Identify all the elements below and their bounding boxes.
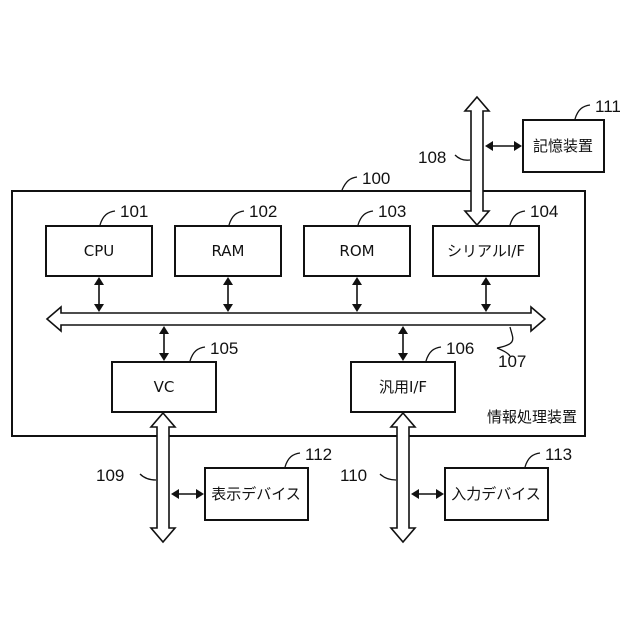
cpu-ref: 101 xyxy=(120,202,148,221)
serial-if-ref: 104 xyxy=(530,202,558,221)
input-connector xyxy=(411,489,444,499)
ram-ref: 102 xyxy=(249,202,277,221)
rom-ref-leader xyxy=(358,211,373,225)
serial-bus-ref-leader xyxy=(455,155,470,160)
serial-if-block: シリアルI/F 104 xyxy=(433,202,558,276)
ram-ref-leader xyxy=(229,211,244,225)
serial-if-bus-connector xyxy=(481,277,491,312)
rom-ref: 103 xyxy=(378,202,406,221)
general-if-label: 汎用I/F xyxy=(379,378,427,396)
general-bus-ref: 110 xyxy=(340,466,367,485)
video-bus-ref: 109 xyxy=(96,466,124,485)
vc-label: VC xyxy=(154,378,175,396)
serial-if-label: シリアルI/F xyxy=(447,242,525,260)
cpu-ref-leader xyxy=(100,211,115,225)
display-label: 表示デバイス xyxy=(211,485,301,503)
general-if-block: 汎用I/F 106 xyxy=(351,339,474,412)
ram-block: RAM 102 xyxy=(175,202,281,276)
ram-bus-connector xyxy=(223,277,233,312)
cpu-bus-connector xyxy=(94,277,104,312)
input-ref: 113 xyxy=(545,445,572,464)
vc-bus-connector xyxy=(159,326,169,361)
rom-block: ROM 103 xyxy=(304,202,410,276)
storage-label: 記憶装置 xyxy=(533,137,593,155)
serial-bus-arrow xyxy=(465,97,489,225)
display-ref: 112 xyxy=(305,445,332,464)
device-label: 情報処理装置 xyxy=(487,408,577,426)
vc-ref-leader xyxy=(190,347,205,361)
serial-if-ref-leader xyxy=(510,211,525,225)
system-bus-ref: 107 xyxy=(498,352,526,371)
general-bus-ref-leader xyxy=(380,474,396,480)
input-ref-leader xyxy=(525,453,540,467)
input-label: 入力デバイス xyxy=(451,485,541,503)
storage-ref-leader xyxy=(575,105,590,119)
general-bus-arrow xyxy=(391,413,415,542)
cpu-block: CPU 101 xyxy=(46,202,152,276)
storage-connector xyxy=(485,141,522,151)
display-connector xyxy=(171,489,204,499)
cpu-label: CPU xyxy=(84,242,115,260)
video-bus-ref-leader xyxy=(140,474,156,480)
device-ref-leader xyxy=(342,177,357,190)
general-if-ref-leader xyxy=(426,347,441,361)
serial-bus-ref: 108 xyxy=(418,148,446,167)
ram-label: RAM xyxy=(211,242,244,260)
rom-bus-connector xyxy=(352,277,362,312)
general-if-bus-connector xyxy=(398,326,408,361)
vc-block: VC 105 xyxy=(112,339,238,412)
display-ref-leader xyxy=(285,453,300,467)
general-if-ref: 106 xyxy=(446,339,474,358)
device-ref: 100 xyxy=(362,169,390,188)
rom-label: ROM xyxy=(339,242,374,260)
video-bus-arrow xyxy=(151,413,175,542)
system-bus-ref-leader xyxy=(497,327,513,348)
vc-ref: 105 xyxy=(210,339,238,358)
storage-ref: 111 xyxy=(595,97,621,116)
system-bus-arrow xyxy=(47,307,545,331)
